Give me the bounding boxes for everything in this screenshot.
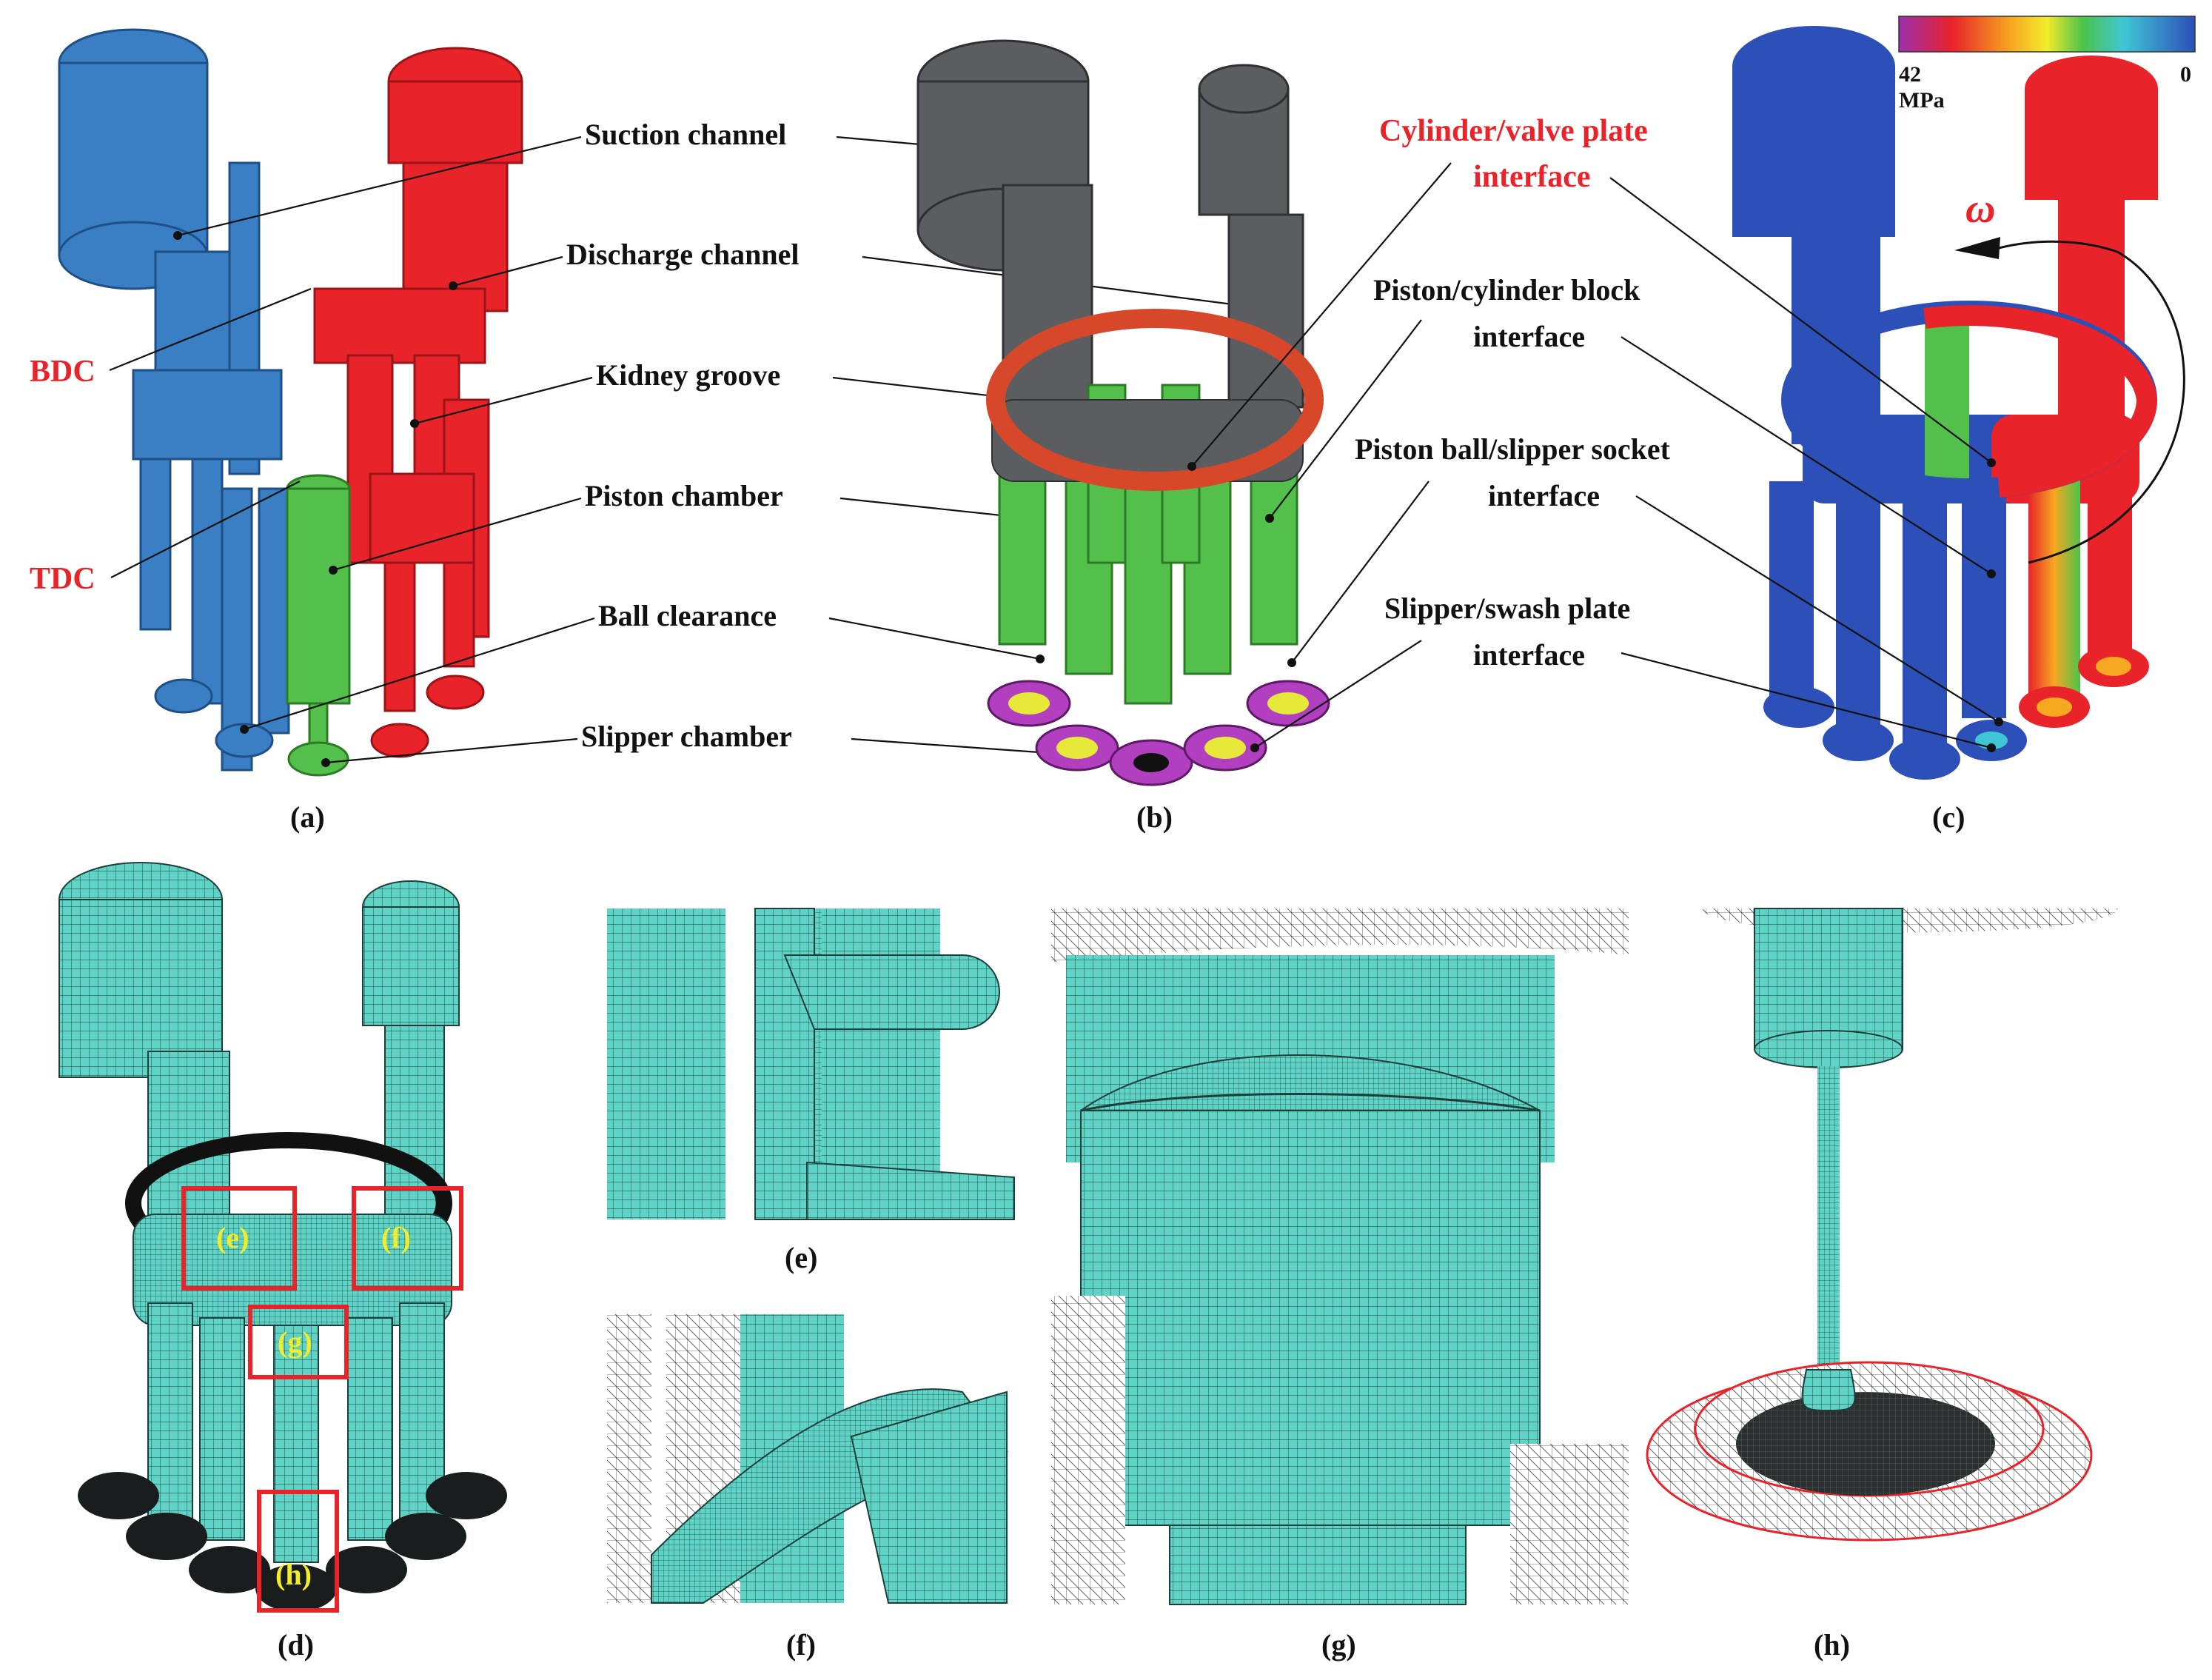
panel-g-caption: (g) (1321, 1628, 1356, 1661)
panel-g: (g) (1051, 908, 1629, 1661)
bdc-label: BDC (30, 355, 95, 389)
panel-d: (e) (f) (g) (h) (d) (58, 862, 507, 1661)
box-h-label: (h) (275, 1558, 312, 1591)
detail-boxes (181, 1186, 463, 1613)
panel-a: BDC TDC (a) (30, 28, 523, 834)
slippers-b (987, 680, 1330, 786)
panel-b: (b) (916, 39, 1330, 834)
meshed-model (58, 862, 460, 1563)
panel-e: (e) (607, 908, 1015, 1274)
channels-gray (916, 39, 1304, 409)
panel-b-caption: (b) (1136, 800, 1173, 834)
slippers-d (78, 1472, 507, 1612)
piston-cyl-label-2: interface (1473, 320, 1585, 353)
slipper-swash-label-2: interface (1473, 638, 1585, 672)
piston-chamber-label: Piston chamber (585, 479, 783, 512)
piston-chamber-shape (286, 474, 351, 777)
ball-socket-label-2: interface (1488, 479, 1600, 512)
slipper-chamber-label: Slipper chamber (581, 720, 792, 753)
tdc-label: TDC (30, 562, 95, 596)
discharge-channel-shape (313, 47, 523, 712)
suction-channel-label: Suction channel (585, 118, 786, 151)
slipper-chambers-red (370, 675, 485, 758)
ball-socket-label-1: Piston ball/slipper socket (1355, 432, 1671, 466)
panel-a-caption: (a) (290, 800, 325, 834)
piston-cyl-label-1: Piston/cylinder block (1373, 273, 1640, 307)
panel-f-caption: (f) (786, 1628, 816, 1661)
discharge-channel-label: Discharge channel (566, 238, 799, 271)
kidney-ring (986, 309, 1324, 491)
panel-c: 42 MPa 0 (1187, 16, 2196, 834)
panel-e-caption: (e) (785, 1241, 817, 1274)
box-e-label: (e) (216, 1221, 249, 1254)
cylinder-valve-label-2: interface (1473, 160, 1591, 194)
colorbar-unit: MPa (1899, 88, 1945, 113)
slipper-chambers-blue (154, 678, 274, 758)
colorbar-min-label: 42 (1899, 62, 1921, 87)
slipper-swash-label-1: Slipper/swash plate (1384, 592, 1630, 625)
panel-c-caption: (c) (1932, 800, 1965, 834)
panel-d-caption: (d) (278, 1628, 314, 1661)
panel-f: (f) (607, 1314, 1008, 1661)
colorbar (1898, 16, 2196, 53)
panel-h: (h) (1646, 908, 2184, 1661)
kidney-groove-label: Kidney groove (596, 358, 780, 392)
ball-clearance-label: Ball clearance (598, 599, 777, 632)
pressure-model (1732, 26, 2185, 780)
box-g-label: (g) (278, 1325, 312, 1359)
panel-h-caption: (h) (1814, 1628, 1850, 1661)
colorbar-max-label: 0 (2180, 62, 2191, 87)
cylinder-valve-label-1: Cylinder/valve plate (1379, 114, 1648, 148)
suction-channel-shape (58, 28, 290, 772)
box-f-label: (f) (381, 1221, 411, 1254)
omega-symbol: ω (1965, 186, 1996, 232)
